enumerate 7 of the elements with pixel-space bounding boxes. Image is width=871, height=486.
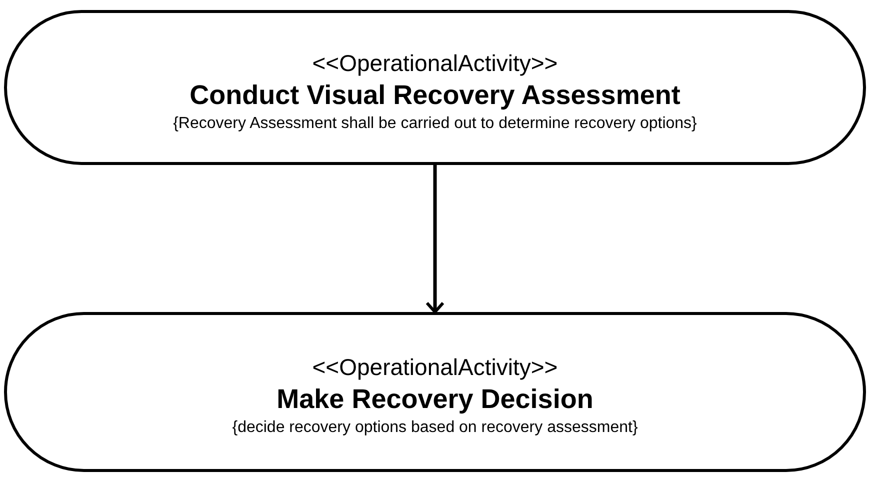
stereotype-label: <<OperationalActivity>>	[312, 48, 558, 78]
activity-title: Make Recovery Decision	[276, 383, 594, 416]
arrow	[426, 165, 444, 314]
activity-title: Conduct Visual Recovery Assessment	[190, 78, 680, 112]
constraint-text: {decide recovery options based on recovery assessment}	[232, 418, 638, 438]
stereotype-label: <<OperationalActivity>>	[312, 353, 558, 382]
constraint-text: {Recovery Assessment shall be carried out to determine recovery options}	[173, 114, 697, 134]
